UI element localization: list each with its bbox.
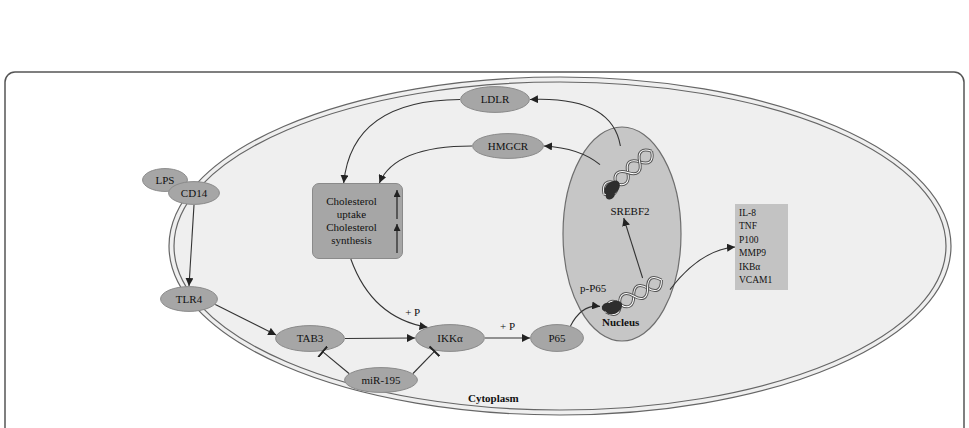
activation-arrow	[485, 337, 530, 338]
enzyme-oval: HMGCR	[472, 133, 544, 159]
activation-arrow	[379, 146, 472, 183]
inhibition-line	[322, 351, 349, 373]
receptor-oval: LDLR	[460, 86, 530, 113]
receptor-oval: CD14	[168, 181, 220, 205]
cell-membrane-outline	[168, 76, 952, 416]
phosphorylation-label: + P	[405, 305, 420, 318]
kinase-oval: IKKα	[415, 324, 485, 352]
node-label: IL-8	[739, 207, 756, 221]
activation-arrow	[344, 100, 460, 184]
oval-shape	[531, 325, 584, 352]
activation-arrow	[670, 247, 735, 290]
text-area: TLR4	[160, 286, 218, 312]
cell-membrane: Cytoplasm LDLR HMGCR Cholesterol uptakeChol…	[168, 76, 952, 416]
inhibition-line	[413, 351, 435, 374]
node-label: TNF	[739, 220, 757, 234]
node-label: Nucleus	[602, 316, 639, 329]
receptor-oval: TLR4	[160, 286, 218, 312]
protein-oval: TAB3	[275, 325, 345, 352]
inner-membrane	[174, 82, 946, 410]
phosphorylation-label: + P	[500, 320, 515, 333]
text-area: CD14	[168, 181, 220, 205]
text-area: LDLR	[460, 86, 530, 113]
text-area: IKKα	[415, 324, 485, 352]
oval-shape	[169, 182, 220, 205]
gene-list-box: IL-8TNFP100MMP9IKBαVCAM1	[735, 204, 788, 290]
activation-arrow	[571, 306, 601, 326]
text-area: HMGCR	[472, 133, 544, 159]
node-label: Cholesterol uptake	[315, 195, 389, 221]
increase-arrow	[396, 190, 397, 219]
text-area: P65	[530, 324, 584, 352]
activation-arrow	[189, 205, 194, 286]
node-label: miR-195	[361, 374, 400, 387]
activation-arrow	[624, 218, 643, 278]
process-box: Cholesterol uptakeCholesterol synthesis	[312, 183, 403, 259]
node-label: IKBα	[739, 261, 760, 275]
node-label: TLR4	[176, 293, 202, 306]
node-label: CD14	[181, 187, 207, 200]
nucleus-oval-outline	[562, 126, 682, 342]
text-area: miR-195	[344, 367, 418, 393]
figure-frame	[5, 72, 964, 428]
oval-shape	[345, 368, 418, 393]
activation-arrow	[345, 337, 415, 339]
node-label: p-P65	[580, 282, 606, 295]
node-label: HMGCR	[488, 140, 528, 153]
activation-arrow	[544, 146, 600, 165]
protein-oval: P65	[530, 324, 584, 352]
node-label: P65	[548, 332, 565, 345]
node-label: Cytoplasm	[468, 392, 519, 405]
outer-membrane	[169, 77, 951, 415]
oval-shape	[416, 325, 485, 352]
node-label: SREBF2	[610, 205, 649, 218]
node-label: Cholesterol synthesis	[315, 221, 389, 247]
text-area: TAB3	[275, 325, 345, 352]
node-label: MMP9	[739, 247, 766, 261]
increase-arrow	[396, 224, 397, 253]
node-label: TAB3	[297, 332, 324, 345]
node-label: IKKα	[437, 332, 462, 345]
nucleus-shape	[563, 127, 681, 341]
node-label: VCAM1	[739, 274, 772, 288]
node-label: LPS	[156, 174, 175, 187]
text-area: Cholesterol uptakeCholesterol synthesis	[313, 184, 402, 258]
activation-arrow	[530, 99, 620, 146]
dna-helix	[600, 273, 665, 319]
dna-helix	[599, 146, 658, 201]
mirna-oval: miR-195	[344, 367, 418, 393]
text-area: IL-8TNFP100MMP9IKBαVCAM1	[735, 204, 788, 290]
nucleus-oval: Nucleus SREBF2 p-P65	[562, 126, 682, 342]
activation-arrow	[215, 305, 276, 336]
oval-shape	[461, 87, 530, 113]
activation-arrow	[351, 259, 428, 327]
oval-shape	[161, 287, 218, 312]
node-label: LDLR	[481, 93, 510, 106]
oval-shape	[276, 326, 345, 352]
oval-shape	[473, 134, 544, 159]
node-label: P100	[739, 234, 759, 248]
